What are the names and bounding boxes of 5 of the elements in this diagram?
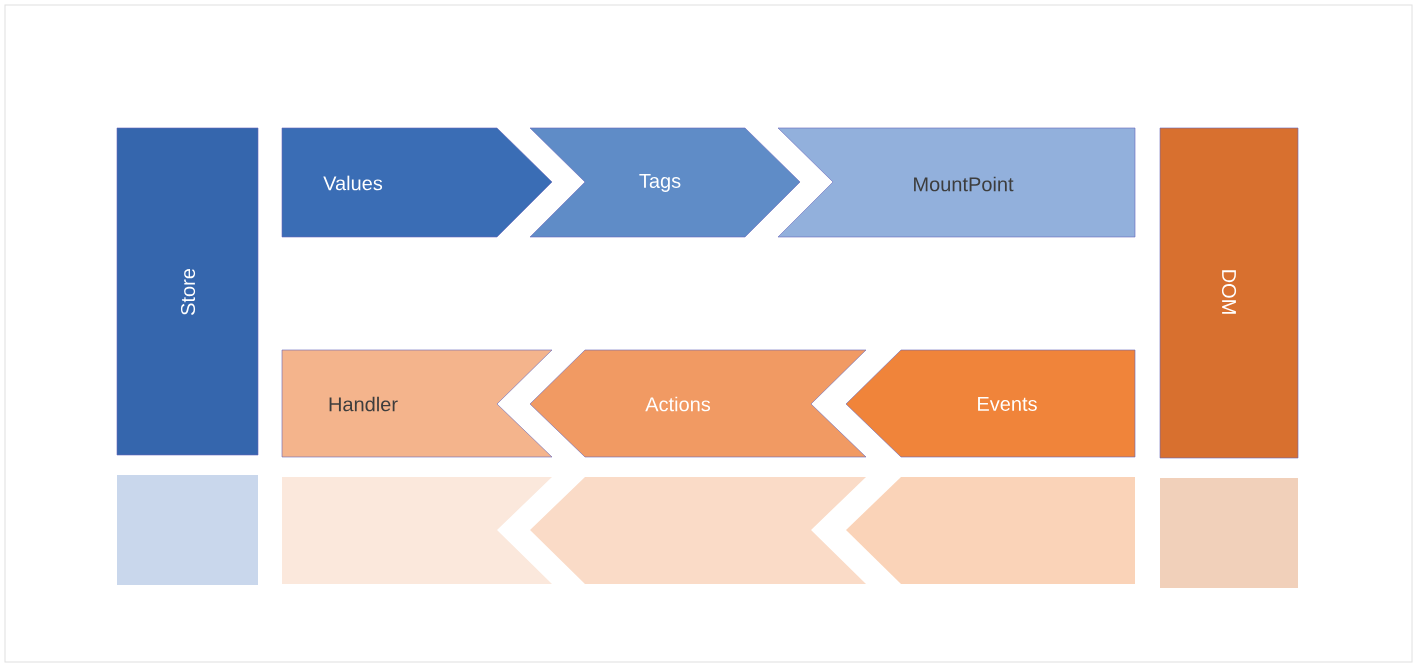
step-box: Tags [529,127,801,238]
bar-box: Store [116,127,259,456]
bar-box: DOM [1159,127,1299,459]
step-box: MountPoint [777,127,1136,238]
step-box: Actions [529,349,867,458]
